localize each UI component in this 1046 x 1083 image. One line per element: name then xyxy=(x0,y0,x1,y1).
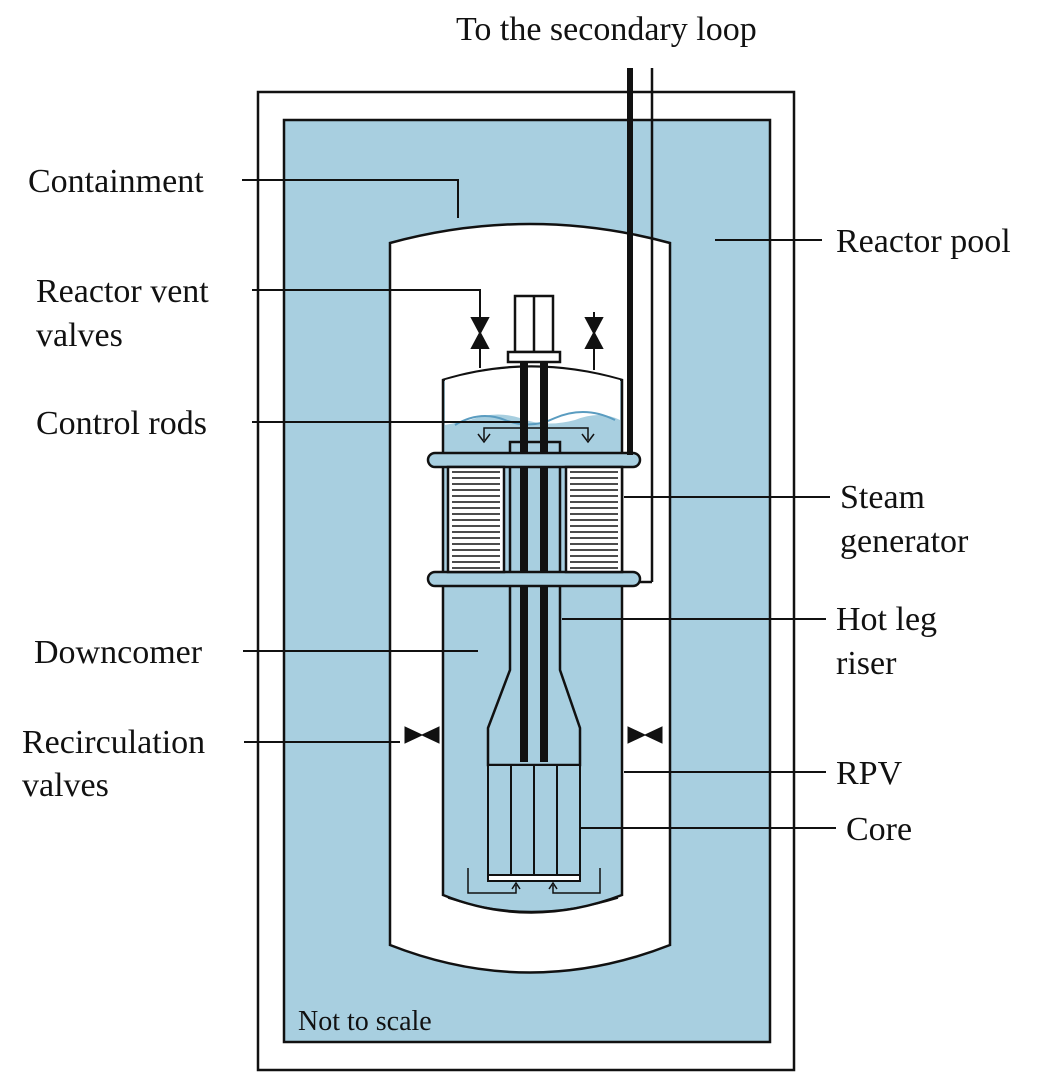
leader-vent-valves xyxy=(252,289,481,306)
label-steam-generator-line1: Steam xyxy=(840,479,925,516)
label-reactor-pool: Reactor pool xyxy=(836,223,1011,260)
recirculation-valve-right xyxy=(627,726,663,744)
flow-arrows-bottom xyxy=(467,868,601,894)
reactor-vent-valve-left xyxy=(470,292,490,368)
label-vent-valves-line2: valves xyxy=(36,317,123,354)
control-rod-drive xyxy=(506,294,562,364)
label-recirculation-line1: Recirculation xyxy=(22,724,205,761)
steam-generator-tubes xyxy=(452,471,618,569)
reactor-vent-valve-right xyxy=(584,312,604,370)
label-containment: Containment xyxy=(28,163,204,200)
label-rpv: RPV xyxy=(836,755,903,792)
label-not-to-scale: Not to scale xyxy=(298,1006,432,1037)
label-control-rods: Control rods xyxy=(36,405,207,442)
label-steam-generator-line2: generator xyxy=(840,523,969,560)
core xyxy=(487,764,581,882)
leader-control-rods xyxy=(252,421,523,435)
leader-containment xyxy=(242,179,459,218)
flow-arrows-top xyxy=(477,427,595,444)
leader-lines xyxy=(242,179,836,829)
rpv-steam-space xyxy=(445,367,620,425)
label-downcomer: Downcomer xyxy=(34,634,203,671)
water-surface xyxy=(454,410,616,426)
label-hot-leg-line1: Hot leg xyxy=(836,601,937,638)
label-hot-leg-line2: riser xyxy=(836,645,897,682)
label-core: Core xyxy=(846,811,912,848)
label-secondary-loop: To the secondary loop xyxy=(456,11,757,48)
control-rods xyxy=(520,362,548,762)
lower-plenum-water xyxy=(447,897,619,913)
recirculation-valve-left xyxy=(404,726,440,744)
label-recirculation-line2: valves xyxy=(22,767,109,804)
label-vent-valves-line1: Reactor vent xyxy=(36,273,209,310)
